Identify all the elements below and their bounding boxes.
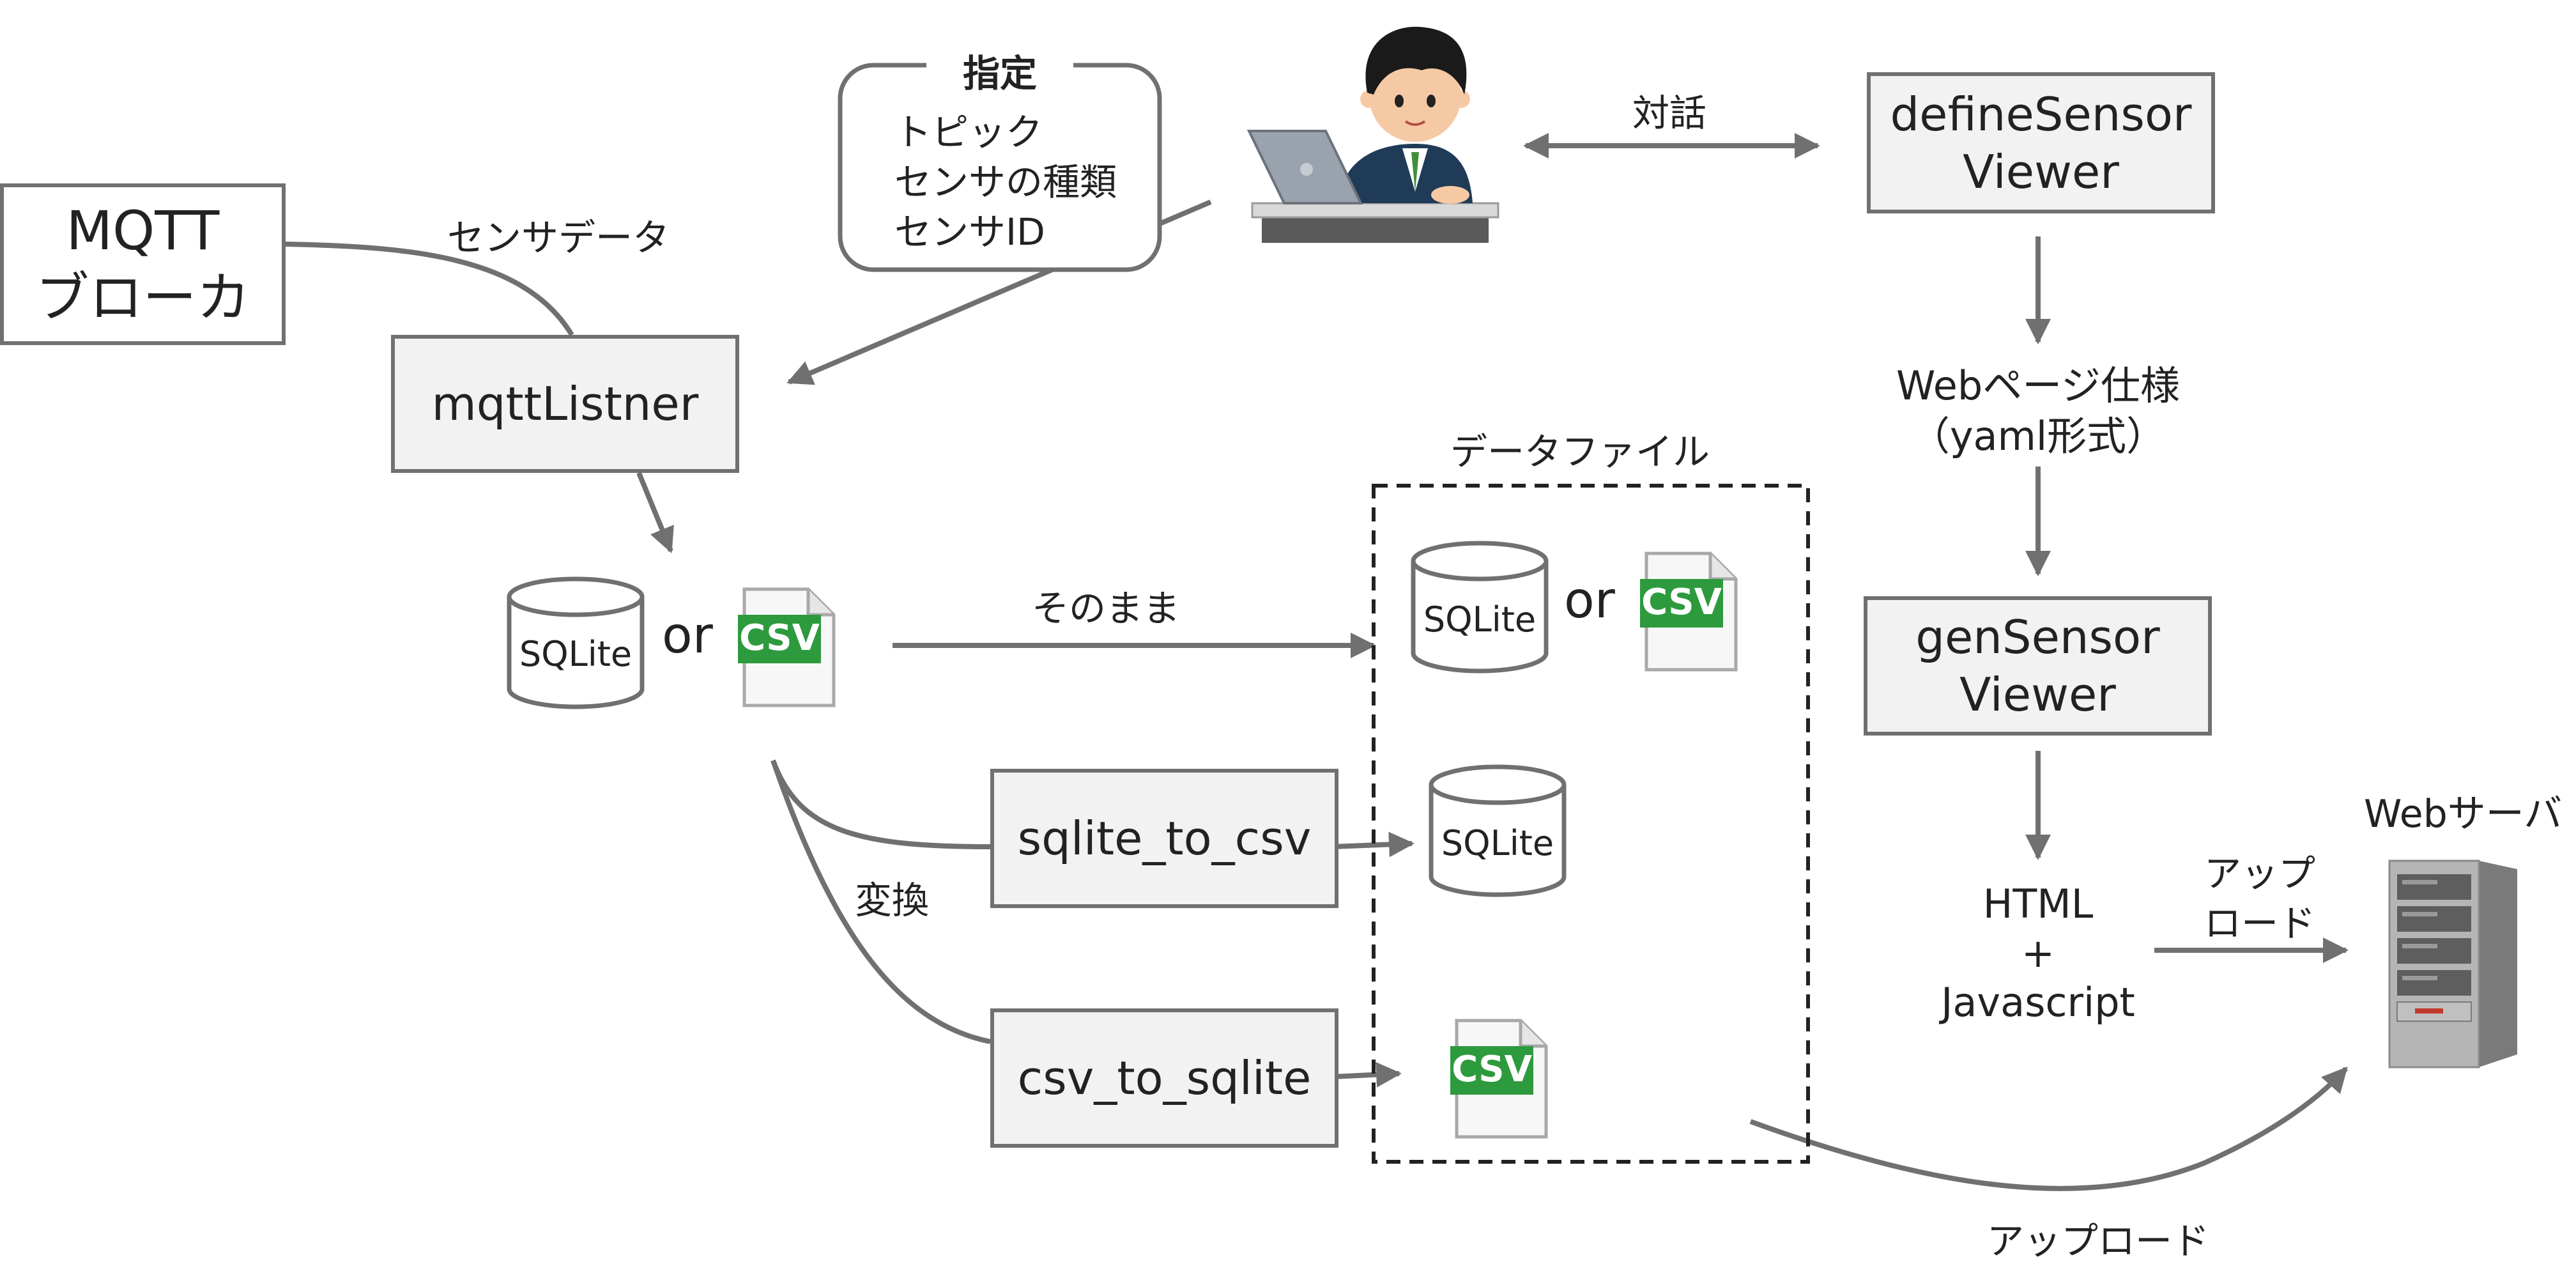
sqlite-icon-text: SQLite (1423, 599, 1537, 640)
web-page-spec-label-line1: Webページ仕様 (1896, 362, 2180, 409)
spec-bubble-title: 指定 (962, 52, 1037, 95)
define-viewer-line2: Viewer (1963, 144, 2119, 199)
user-at-laptop-icon (1246, 26, 1499, 243)
csv-tag (1640, 579, 1723, 628)
csv-icon-text: CSV (1452, 1049, 1532, 1090)
broker-line2: ブローカ (35, 266, 250, 329)
upload-short-line1: アップ (2204, 852, 2316, 895)
or-label: or (1564, 572, 1615, 629)
sqlite-to-csv-label: sqlite_to_csv (1017, 812, 1312, 865)
dialogue-label: 対話 (1632, 91, 1707, 135)
csv-to-sqlite-arrow (1331, 1061, 1402, 1088)
broker-to-listener-line (285, 242, 574, 337)
sensor-data-label: センサデータ (447, 216, 670, 259)
datafiles-to-server-arrow (1749, 1067, 2348, 1191)
sqlite-to-csv-box: sqlite_to_csv (990, 769, 1338, 908)
data-files-group (1372, 484, 1810, 1164)
csv-tag (738, 615, 821, 663)
csv-icon-text: CSV (1641, 582, 1722, 623)
web-server-label: Webサーバ (2364, 792, 2563, 837)
sqlite-icon-text: SQLite (519, 634, 632, 674)
mqtt-broker-box: MQTT ブローカ (0, 183, 286, 345)
upload-short-line2: ロード (2204, 902, 2316, 945)
sqlite-to-csv-arrow (1331, 831, 1414, 858)
or-label: or (662, 607, 713, 665)
web-page-spec-label-line2: （yaml形式） (1910, 413, 2166, 459)
convert-branch-bottom (770, 759, 991, 1044)
mqtt-listener-box: mqttListner (391, 335, 739, 473)
csv-icon-text: CSV (739, 617, 820, 659)
web-server-icon (2388, 860, 2517, 1068)
gen-viewer-line2: Viewer (1959, 668, 2116, 721)
convert-branch-top (770, 759, 991, 849)
spec-item-sensor-type: センサの種類 (894, 160, 1117, 204)
gen-sensor-viewer-box: genSensor Viewer (1864, 596, 2212, 736)
output-line1: HTML (1982, 881, 2094, 927)
as-is-label: そのまま (1032, 587, 1181, 630)
spec-item-topic: トピック (894, 111, 1043, 154)
sqlite-icon-text: SQLite (1441, 823, 1554, 863)
define-sensor-viewer-box: defineSensor Viewer (1867, 72, 2215, 213)
csv-to-sqlite-box: csv_to_sqlite (990, 1008, 1338, 1148)
data-files-label: データファイル (1450, 430, 1710, 474)
output-line3: Javascript (1941, 979, 2135, 1026)
listener-to-sqlite-arrow (636, 472, 674, 553)
csv-to-sqlite-label: csv_to_sqlite (1017, 1051, 1312, 1105)
csv-tag (1450, 1046, 1533, 1095)
gen-viewer-line1: genSensor (1915, 610, 2160, 664)
listener-label: mqttListner (431, 377, 699, 431)
output-line2: + (2021, 930, 2055, 976)
define-viewer-line1: defineSensor (1890, 87, 2192, 141)
upload-bottom-label: アップロード (1987, 1219, 2210, 1263)
spec-item-sensor-id: センサID (894, 210, 1045, 254)
broker-line1: MQTT (66, 199, 220, 262)
convert-label: 変換 (855, 879, 930, 922)
